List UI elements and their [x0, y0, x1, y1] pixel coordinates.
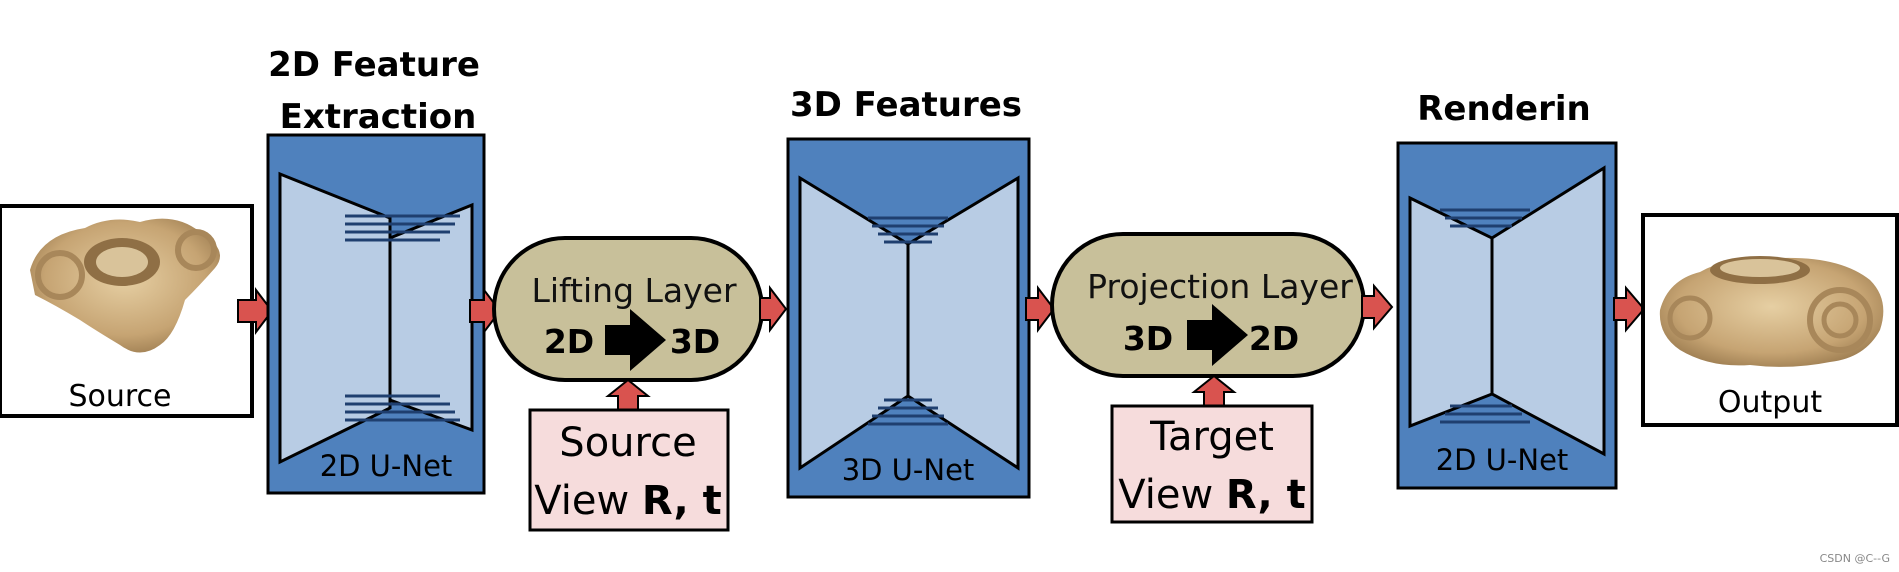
lifting-from-label: 2D	[544, 322, 594, 361]
projection-direction-arrow	[1187, 304, 1248, 366]
source-image-caption: Source	[68, 379, 171, 414]
source-view-line2: View R, t	[534, 478, 721, 524]
features-3d-title: 3D Features	[790, 85, 1022, 125]
arrow-projection-to-rendering	[1361, 283, 1394, 331]
arrow-lifting-to-3d	[759, 285, 788, 333]
feature-extraction-title-line2: Extraction	[280, 97, 477, 137]
projection-layer-label: Projection Layer	[1087, 267, 1353, 306]
rendering-stage: Renderin g 2D U-Net	[1396, 89, 1618, 490]
arrow-source-view-up	[605, 378, 651, 413]
target-view-line2: View R, t	[1118, 472, 1305, 518]
output-image-panel: Output	[1641, 213, 1899, 427]
arrow-target-view-up	[1191, 374, 1237, 409]
features-3d-net-label: 3D U-Net	[842, 453, 975, 487]
projection-layer: Projection Layer 3D 2D	[1050, 232, 1366, 378]
arrow-source-to-extraction	[237, 287, 274, 335]
features-3d-stage: 3D Features 3D U-Net	[786, 85, 1031, 499]
lifting-layer: Lifting Layer 2D 3D	[492, 236, 764, 382]
extraction-net-label: 2D U-Net	[320, 449, 453, 483]
arrow-rendering-to-output	[1613, 285, 1646, 333]
target-view-box: Target View R, t	[1110, 404, 1314, 524]
lifting-layer-label: Lifting Layer	[531, 271, 736, 310]
rendering-net-label: 2D U-Net	[1436, 443, 1569, 477]
projection-to-label: 2D	[1249, 319, 1299, 358]
arrow-extraction-to-lifting	[469, 287, 502, 335]
arrow-3d-to-projection	[1025, 285, 1056, 333]
source-image-panel: Source	[0, 204, 254, 418]
source-view-line1: Source	[559, 420, 696, 466]
source-object-image	[30, 218, 220, 353]
target-view-line1: Target	[1149, 414, 1274, 460]
feature-extraction-title-line1: 2D Feature	[268, 45, 480, 85]
lifting-to-label: 3D	[670, 322, 720, 361]
lifting-direction-arrow	[605, 309, 666, 371]
watermark-text: CSDN @C--G	[1820, 552, 1890, 565]
feature-extraction-stage: 2D Feature Extraction 2D U-Net	[266, 45, 486, 495]
source-view-box: Source View R, t	[528, 408, 730, 532]
output-image-caption: Output	[1718, 385, 1822, 420]
projection-from-label: 3D	[1123, 319, 1173, 358]
output-object-image	[1659, 256, 1884, 367]
rendering-title-line1: Renderin	[1417, 89, 1590, 129]
